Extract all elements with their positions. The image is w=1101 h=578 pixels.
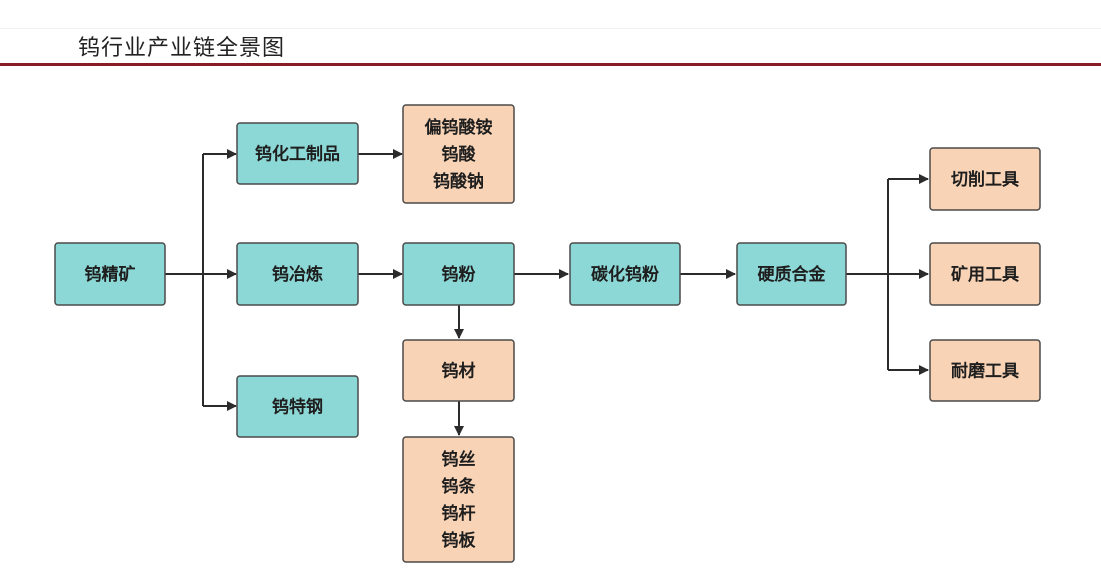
node-huagong: 钨化工制品 bbox=[236, 122, 359, 185]
node-tanhua: 碳化钨粉 bbox=[569, 242, 681, 306]
edges bbox=[165, 149, 929, 436]
node-si: 钨丝钨条钨杆钨板 bbox=[402, 436, 515, 563]
node-label-line: 钨杆 bbox=[442, 503, 476, 524]
node-qiexiao: 切削工具 bbox=[929, 147, 1041, 211]
node-label: 钨化工制品 bbox=[255, 144, 340, 165]
node-label-line: 钨材 bbox=[442, 361, 476, 382]
node-label: 钨冶炼 bbox=[272, 264, 323, 285]
node-label: 碳化钨粉 bbox=[591, 264, 659, 285]
node-label: 钨粉 bbox=[442, 264, 476, 285]
top-hairline bbox=[0, 28, 1101, 29]
node-label-line: 钨精矿 bbox=[85, 264, 136, 285]
node-kuangyong: 矿用工具 bbox=[929, 242, 1041, 306]
node-jingkuang: 钨精矿 bbox=[54, 242, 166, 306]
node-label: 钨材 bbox=[442, 361, 476, 382]
node-label: 矿用工具 bbox=[951, 264, 1019, 285]
node-label-line: 钨冶炼 bbox=[272, 264, 323, 285]
node-label-line: 钨特钢 bbox=[272, 397, 323, 418]
node-cai: 钨材 bbox=[402, 339, 515, 402]
node-naimo: 耐磨工具 bbox=[929, 339, 1041, 402]
node-fen: 钨粉 bbox=[402, 242, 515, 306]
node-suan: 偏钨酸铵钨酸钨酸钠 bbox=[402, 104, 515, 204]
node-label-line: 矿用工具 bbox=[951, 264, 1019, 285]
node-label-line: 耐磨工具 bbox=[951, 361, 1019, 382]
node-label: 耐磨工具 bbox=[951, 361, 1019, 382]
node-label: 偏钨酸铵钨酸钨酸钠 bbox=[425, 117, 493, 192]
node-label-line: 硬质合金 bbox=[758, 264, 827, 285]
node-label: 钨丝钨条钨杆钨板 bbox=[442, 449, 477, 551]
node-yingzhi: 硬质合金 bbox=[736, 242, 847, 306]
title-underline bbox=[0, 63, 1101, 66]
node-label-line: 钨化工制品 bbox=[255, 144, 340, 165]
node-label-line: 切削工具 bbox=[951, 169, 1019, 190]
node-label-line: 钨板 bbox=[442, 530, 477, 551]
node-label-line: 钨条 bbox=[442, 476, 477, 497]
node-tegang: 钨特钢 bbox=[236, 375, 359, 438]
node-label-line: 钨酸钠 bbox=[433, 171, 484, 192]
node-label-line: 钨粉 bbox=[442, 264, 476, 285]
node-label: 钨精矿 bbox=[85, 264, 136, 285]
node-label: 硬质合金 bbox=[758, 264, 827, 285]
node-label-line: 钨丝 bbox=[442, 449, 476, 470]
node-label-line: 偏钨酸铵 bbox=[425, 117, 493, 138]
node-label-line: 钨酸 bbox=[442, 144, 477, 165]
page-title: 钨行业产业链全景图 bbox=[78, 36, 286, 61]
node-yelian: 钨冶炼 bbox=[236, 242, 359, 306]
nodes: 钨精矿 钨化工制品 钨冶炼 钨特钢 偏钨酸铵钨酸钨酸钠 钨粉 bbox=[54, 104, 1041, 563]
node-label: 钨特钢 bbox=[272, 397, 323, 418]
node-label: 切削工具 bbox=[951, 169, 1019, 190]
node-label-line: 碳化钨粉 bbox=[591, 264, 659, 285]
